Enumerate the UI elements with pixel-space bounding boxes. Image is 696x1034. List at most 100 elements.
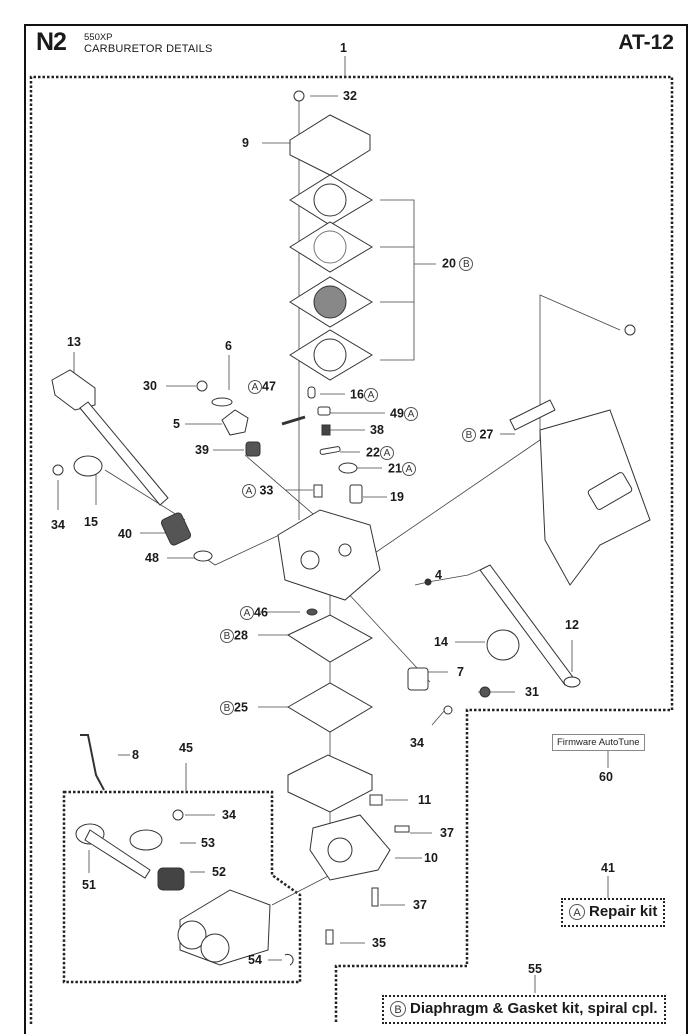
callout-55[interactable]: 55 [528,962,542,976]
callout-34[interactable]: 34 [410,736,424,750]
screw-4-icon [424,578,432,586]
assembly-boundary [29,75,674,1024]
kit-a-marker: A [379,446,394,460]
callout-52[interactable]: 52 [212,865,226,879]
callout-34[interactable]: 34 [222,808,236,822]
callout-51[interactable]: 51 [82,878,96,892]
callout-5[interactable]: 5 [173,417,180,431]
valve-21-icon [338,462,358,474]
throttle-disc-icon [73,455,103,477]
callout-9[interactable]: 9 [242,136,249,150]
screw-32-icon [293,90,305,102]
callout-31[interactable]: 31 [525,685,539,699]
callout-20[interactable]: 20 B [442,257,474,271]
kit-45-boundary [62,790,302,984]
callout-39[interactable]: 39 [195,443,209,457]
screw-33-icon [313,484,323,498]
callout-27[interactable]: B 27 [462,428,493,442]
callout-8[interactable]: 8 [132,748,139,762]
lever-5-icon [221,409,249,436]
callout-53[interactable]: 53 [201,836,215,850]
callout-54[interactable]: 54 [248,953,262,967]
callout-33[interactable]: A 33 [242,484,273,498]
page-title: CARBURETOR DETAILS [84,43,213,55]
kit-b-marker: B [459,257,474,271]
callout-48[interactable]: 48 [145,551,159,565]
kit-b-marker: B [462,428,476,442]
pump-cover-icon [289,114,371,176]
carburetor-body-icon [277,509,381,601]
spring-40-icon [160,512,192,546]
bracket-27-icon [509,399,556,431]
callout-7[interactable]: 7 [457,665,464,679]
callout-4[interactable]: 4 [435,568,442,582]
callout-19[interactable]: 19 [390,490,404,504]
screw-31-icon [479,686,491,698]
clip-54-icon [284,953,294,966]
choke-shaft-icon [479,564,576,686]
screw-34-icon [443,705,453,715]
screw-35-icon [325,929,334,945]
callout-30[interactable]: 30 [143,379,157,393]
kit-a-marker: A [363,388,378,402]
page-frame [24,24,688,1034]
washer-48-icon [193,550,213,562]
screw-34-icon [172,809,184,821]
callout-14[interactable]: 14 [434,635,448,649]
leader-20 [380,199,436,361]
callout-10[interactable]: 10 [424,851,438,865]
callout-40[interactable]: 40 [118,527,132,541]
pin-22-icon [319,446,341,455]
callout-32[interactable]: 32 [343,89,357,103]
diaphragm-kit-label: Diaphragm & Gasket kit, spiral cpl. [410,1000,658,1017]
leader-34b [431,709,446,726]
lever-7-icon [407,667,429,691]
gasket-25-icon [287,682,373,733]
needle-16-icon [307,386,316,399]
callout-38[interactable]: 38 [370,423,384,437]
kit-a-marker: A [242,484,256,498]
callout-6[interactable]: 6 [225,339,232,353]
spring-38-icon [321,424,331,436]
lever-49-icon [317,406,331,416]
plug-46-icon [306,608,318,616]
lever-6-icon [211,397,233,407]
screw-icon [624,324,636,336]
callout-37[interactable]: 37 [440,826,454,840]
kit-b-marker: B [220,701,234,715]
callout-41[interactable]: 41 [601,861,615,875]
kit-a-marker: A [248,380,262,394]
pump-cover-11-icon [287,754,373,813]
screw-34-icon [52,464,64,476]
callout-12[interactable]: 12 [565,618,579,632]
callout-35[interactable]: 35 [372,936,386,950]
callout-13[interactable]: 13 [67,335,81,349]
callout-45[interactable]: 45 [179,741,193,755]
firmware-note: Firmware AutoTune [552,734,645,751]
callout-37[interactable]: 37 [413,898,427,912]
kit-b-marker: B [390,1001,406,1018]
callout-11[interactable]: 11 [418,793,432,807]
kit-a-marker: A [240,606,254,620]
pin-47-icon [281,415,306,426]
kit-a-marker: A [401,462,416,476]
callout-34[interactable]: 34 [51,518,65,532]
callout-15[interactable]: 15 [84,515,98,529]
kit-a-marker: A [403,407,418,421]
model-name: 550XP [84,32,113,43]
kit-b-marker: B [220,629,234,643]
rod-8-icon [80,734,105,791]
callout-1[interactable]: 1 [340,41,347,55]
callout-60[interactable]: 60 [599,770,613,784]
spring-52-icon [157,867,185,891]
